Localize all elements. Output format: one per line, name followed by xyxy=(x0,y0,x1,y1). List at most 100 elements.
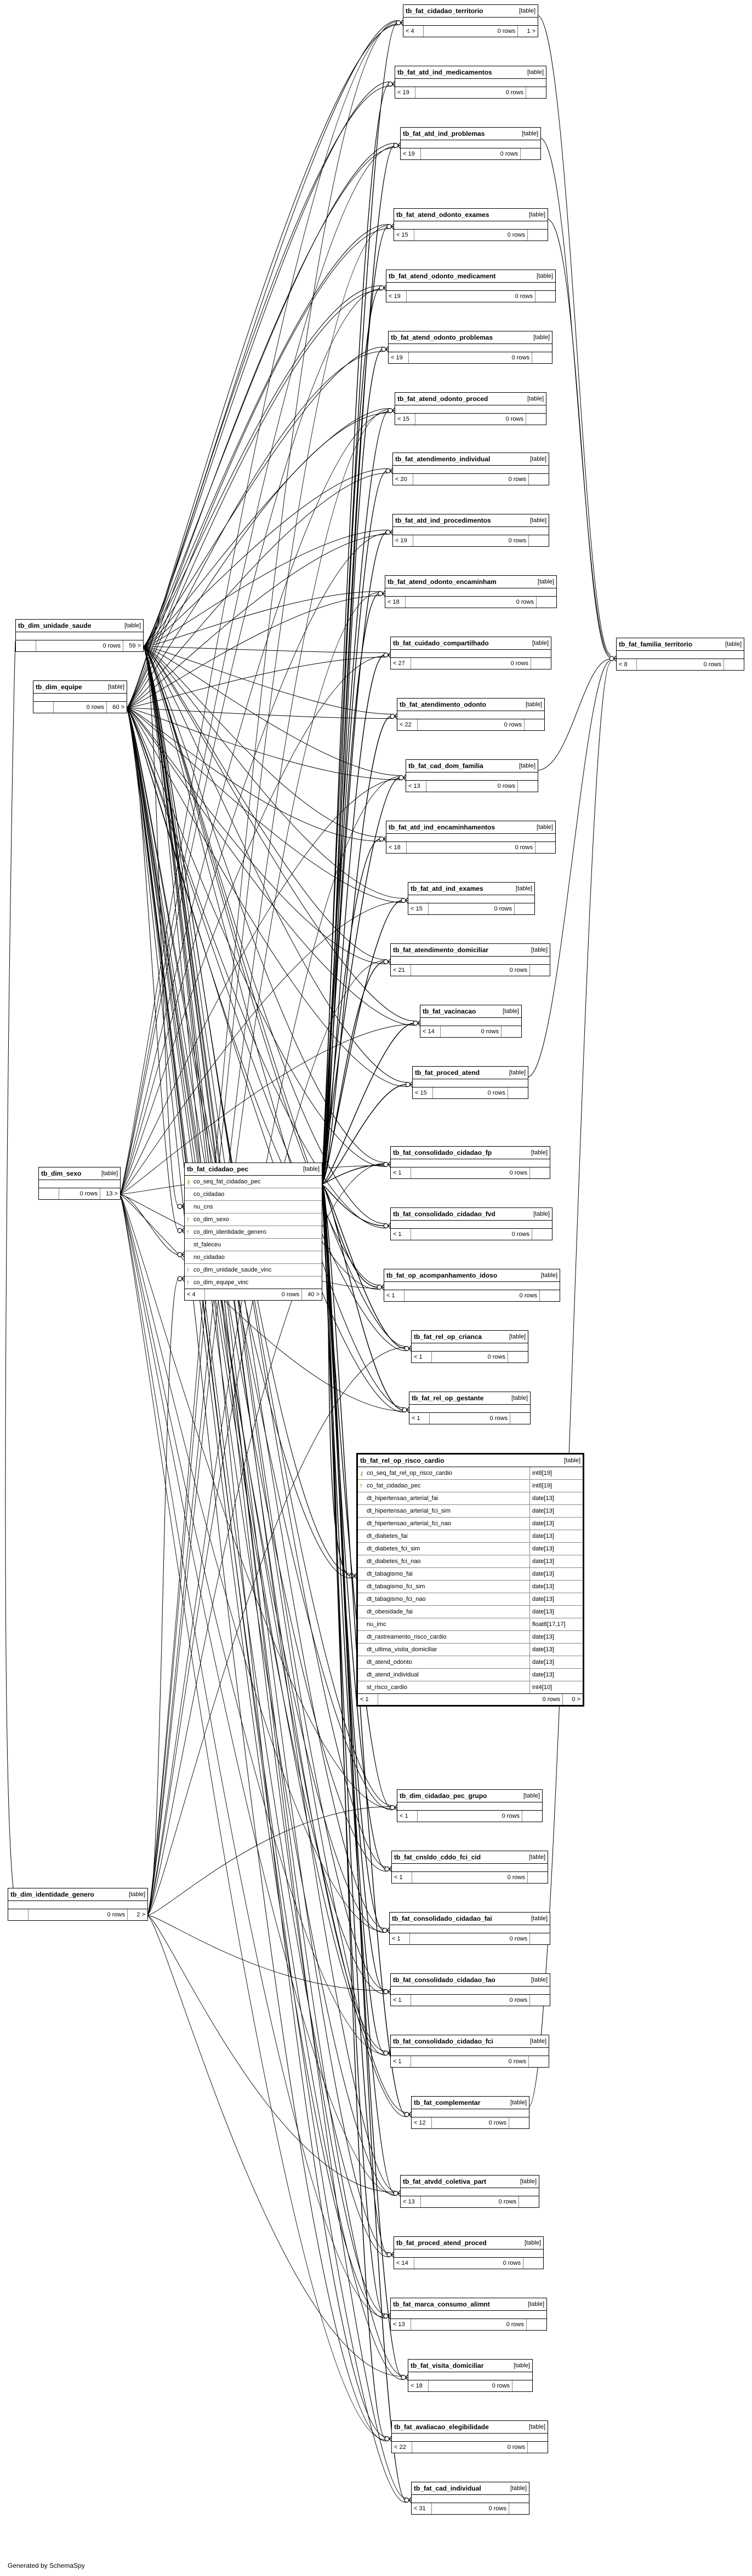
table-name[interactable]: tb_fat_atend_odonto_problemas xyxy=(391,334,493,341)
parents-count[interactable]: < 8 xyxy=(617,659,637,670)
children-count[interactable]: 59 > xyxy=(129,643,141,649)
parents-count[interactable] xyxy=(39,1188,59,1199)
column-row[interactable]: co_cidadao xyxy=(185,1188,322,1201)
parents-count[interactable]: < 1 xyxy=(391,1229,411,1240)
table-name[interactable]: tb_fat_rel_op_crianca xyxy=(414,1333,482,1341)
children-count[interactable] xyxy=(528,2442,548,2453)
children-count[interactable] xyxy=(527,2319,546,2330)
parents-count[interactable]: < 13 xyxy=(406,781,426,792)
parents-count[interactable]: < 15 xyxy=(413,1087,433,1098)
children-count[interactable] xyxy=(526,87,546,98)
table-name[interactable]: tb_fat_atendimento_odonto xyxy=(400,701,486,708)
parents-count[interactable]: < 27 xyxy=(391,658,411,669)
parents-count[interactable]: < 20 xyxy=(393,474,413,485)
children-count[interactable] xyxy=(532,352,552,363)
parents-count[interactable]: < 19 xyxy=(393,535,413,546)
table-name[interactable]: tb_fat_cnsldo_cddo_fci_cid xyxy=(394,1853,481,1861)
table-box-tb_fat_consolidado_cidadao_fai[interactable]: tb_fat_consolidado_cidadao_fai[table]< 1… xyxy=(389,1912,550,1945)
table-name[interactable]: tb_fat_cad_dom_familia xyxy=(408,762,483,770)
column-row[interactable]: no_cidadao xyxy=(185,1251,322,1264)
children-count[interactable] xyxy=(528,1872,548,1883)
children-count[interactable] xyxy=(529,474,549,485)
parents-count[interactable]: < 31 xyxy=(412,2503,432,2514)
table-name[interactable]: tb_fat_rel_op_risco_cardio xyxy=(360,1457,445,1464)
table-name[interactable]: tb_fat_atd_ind_procedimentos xyxy=(395,517,491,524)
parents-count[interactable]: < 1 xyxy=(397,1811,418,1822)
children-count[interactable] xyxy=(529,535,549,546)
table-box-tb_fat_op_acompanhamento_idoso[interactable]: tb_fat_op_acompanhamento_idoso[table]< 1… xyxy=(384,1269,560,1302)
parents-count[interactable]: < 19 xyxy=(395,87,415,98)
column-row[interactable]: †co_dim_equipe_vinc xyxy=(185,1276,322,1289)
table-name[interactable]: tb_fat_rel_op_gestante xyxy=(412,1394,484,1402)
children-count[interactable] xyxy=(508,1087,528,1098)
parents-count[interactable]: < 15 xyxy=(395,414,415,425)
table-box-tb_fat_atd_ind_encaminhamentos[interactable]: tb_fat_atd_ind_encaminhamentos[table]< 1… xyxy=(386,821,556,854)
table-name[interactable]: tb_fat_atd_ind_exames xyxy=(411,885,483,892)
children-count[interactable]: 40 > xyxy=(307,1291,320,1298)
table-name[interactable]: tb_fat_cad_individual xyxy=(414,2485,481,2492)
table-box-tb_fat_atend_odonto_medicament[interactable]: tb_fat_atend_odonto_medicament[table]< 1… xyxy=(386,270,556,302)
column-row[interactable]: st_faleceu xyxy=(185,1239,322,1251)
parents-count[interactable]: < 15 xyxy=(408,903,429,914)
parents-count[interactable]: < 12 xyxy=(412,2117,432,2128)
parents-count[interactable]: < 1 xyxy=(412,1352,432,1363)
table-name[interactable]: tb_fat_cidadao_pec xyxy=(187,1165,249,1173)
children-count[interactable] xyxy=(531,658,551,669)
table-box-tb_fat_atend_odonto_problemas[interactable]: tb_fat_atend_odonto_problemas[table]< 19… xyxy=(388,331,552,364)
children-count[interactable] xyxy=(535,291,555,302)
table-name[interactable]: tb_fat_consolidado_cidadao_fai xyxy=(392,1915,492,1922)
parents-count[interactable]: < 15 xyxy=(394,230,414,241)
table-name[interactable]: tb_fat_cuidado_compartilhado xyxy=(393,639,489,647)
table-box-tb_fat_atendimento_domiciliar[interactable]: tb_fat_atendimento_domiciliar[table]< 21… xyxy=(390,943,550,976)
children-count[interactable] xyxy=(540,1290,560,1301)
table-name[interactable]: tb_dim_identidade_genero xyxy=(10,1891,94,1898)
children-count[interactable] xyxy=(724,659,744,670)
table-name[interactable]: tb_fat_proced_atend_proced xyxy=(396,2239,487,2247)
parents-count[interactable]: < 1 xyxy=(391,1995,411,2006)
parents-count[interactable]: < 19 xyxy=(401,148,421,159)
table-name[interactable]: tb_fat_atend_odonto_proced xyxy=(397,395,488,403)
parents-count[interactable]: < 1 xyxy=(392,1872,412,1883)
table-box-tb_fat_atendimento_individual[interactable]: tb_fat_atendimento_individual[table]< 20… xyxy=(392,453,549,485)
children-count[interactable]: 1 > xyxy=(527,28,535,35)
column-row[interactable]: ⚷co_seq_fat_cidadao_pec xyxy=(185,1176,322,1188)
parents-count[interactable]: < 1 xyxy=(358,1694,378,1705)
children-count[interactable] xyxy=(535,842,555,853)
parents-count[interactable]: < 14 xyxy=(420,1026,441,1037)
table-box-tb_fat_rel_op_risco_cardio[interactable]: tb_fat_rel_op_risco_cardio[table]⚷co_seq… xyxy=(356,1453,584,1707)
column-row[interactable]: nu_cns xyxy=(185,1201,322,1213)
children-count[interactable] xyxy=(530,1167,550,1178)
table-name[interactable]: tb_dim_equipe xyxy=(36,683,82,691)
table-name[interactable]: tb_fat_atend_odonto_encaminham xyxy=(388,578,497,586)
table-name[interactable]: tb_fat_atd_ind_problemas xyxy=(403,130,485,138)
table-box-tb_fat_avaliacao_elegibilidade[interactable]: tb_fat_avaliacao_elegibilidade[table]< 2… xyxy=(391,2420,548,2453)
table-name[interactable]: tb_fat_atd_ind_medicamentos xyxy=(397,68,492,76)
parents-count[interactable]: < 1 xyxy=(391,1167,411,1178)
column-row[interactable]: †co_dim_sexo xyxy=(185,1213,322,1226)
